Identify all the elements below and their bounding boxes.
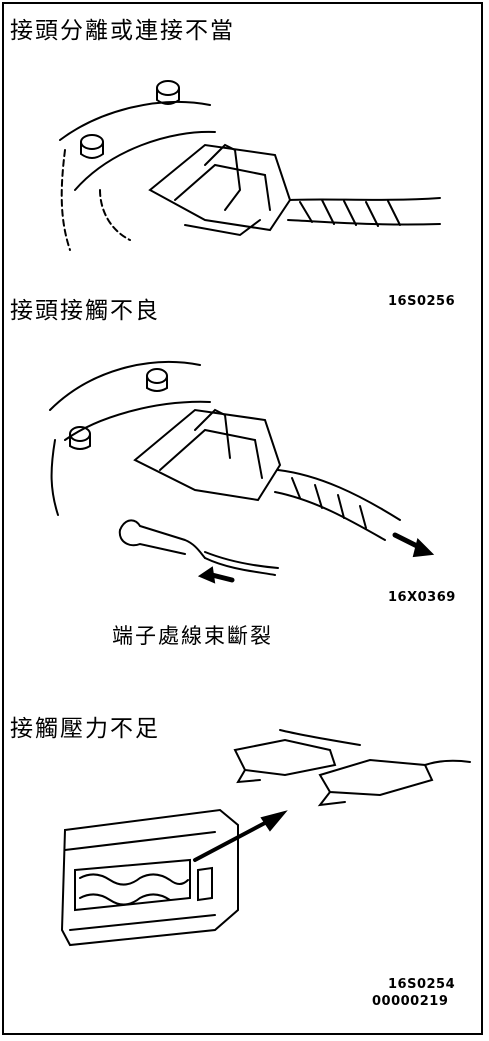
figure-code-16x0369: 16X0369 — [388, 590, 456, 605]
heading-insufficient-contact-pressure: 接觸壓力不足 — [10, 716, 160, 742]
figure-code-00000219: 00000219 — [372, 994, 449, 1009]
illustration-poor-contact — [49, 361, 435, 584]
page-frame — [2, 2, 483, 1035]
heading-poor-contact: 接頭接觸不良 — [10, 298, 160, 324]
caption-wire-broken-at-terminal: 端子處線束斷裂 — [112, 624, 273, 648]
figure-code-16s0254: 16S0254 — [388, 977, 456, 992]
illustration-insufficient-contact-pressure — [60, 729, 471, 947]
figure-code-16s0256: 16S0256 — [388, 294, 456, 309]
illustration-connector-disconnected — [59, 80, 441, 251]
heading-connector-disconnected: 接頭分離或連接不當 — [10, 18, 235, 44]
